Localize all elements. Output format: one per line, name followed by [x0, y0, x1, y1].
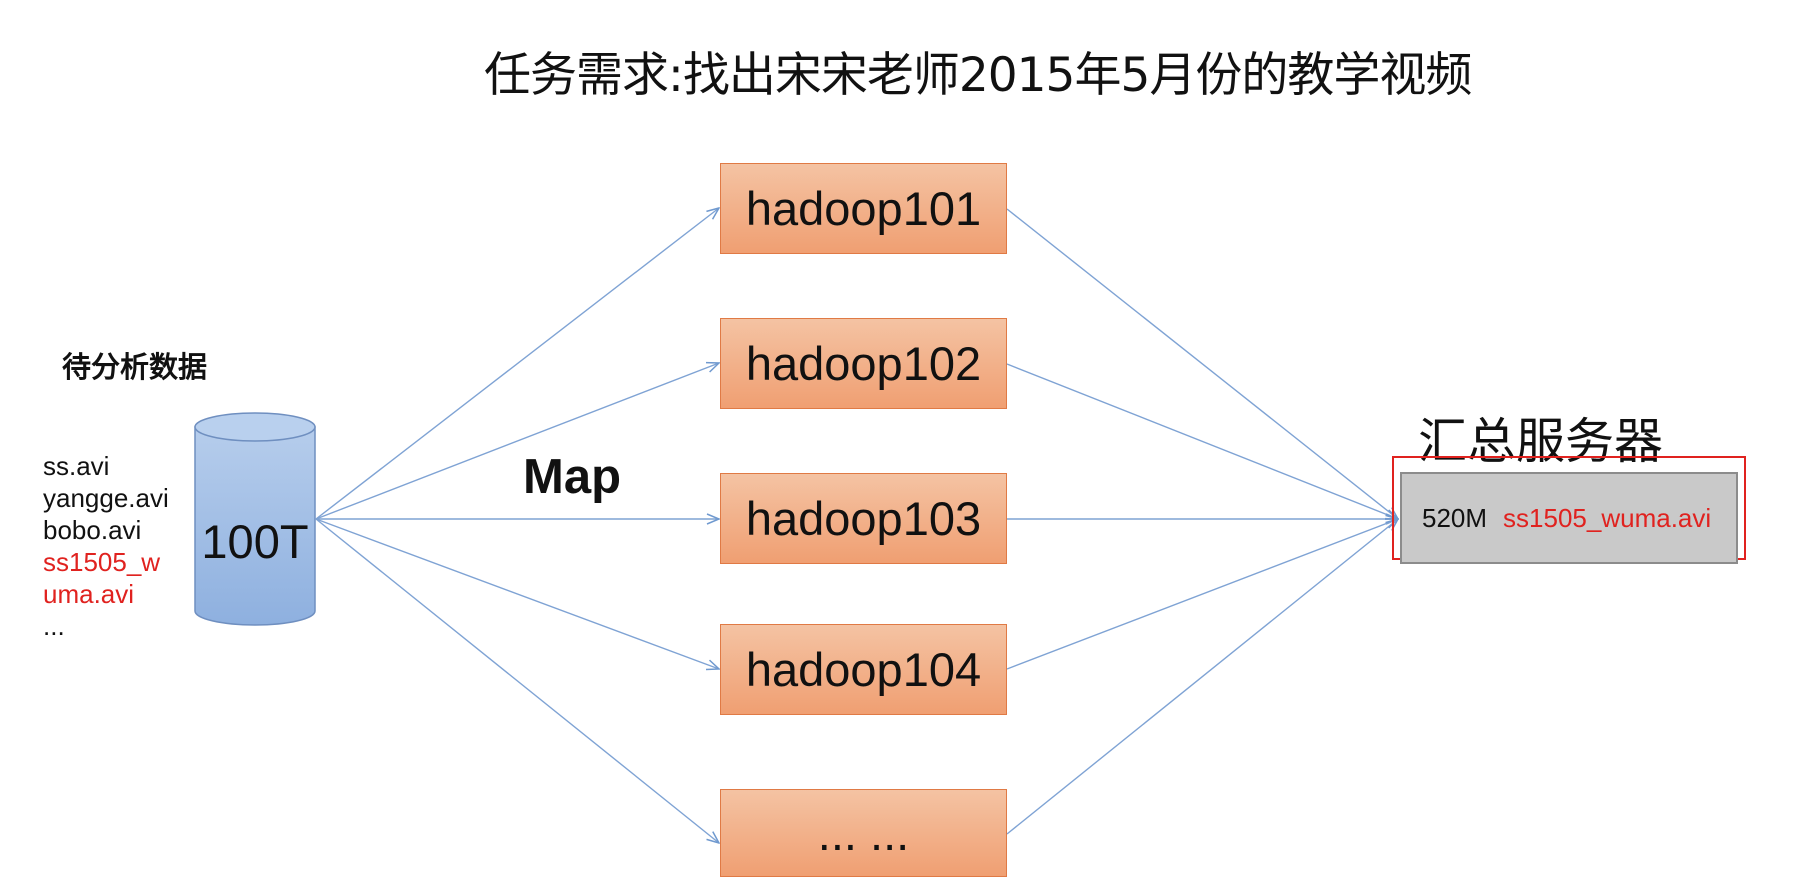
map-arrow	[315, 518, 719, 669]
reduce-arrow	[1006, 208, 1398, 519]
reduce-arrow	[1006, 519, 1398, 670]
file-item-highlighted: ss1505_w	[43, 547, 161, 577]
node-hadoop104: hadoop104	[720, 624, 1007, 715]
map-arrow	[315, 363, 719, 520]
map-arrow	[315, 518, 719, 843]
reduce-arrow	[1006, 363, 1398, 519]
source-data-label: 待分析数据	[62, 350, 208, 384]
storage-cylinder-icon	[194, 412, 316, 626]
node-hadoop103: hadoop103	[720, 473, 1007, 564]
file-list: ss.avi yangge.avi bobo.avi ss1505_w uma.…	[43, 450, 169, 642]
node-hadoop101: hadoop101	[720, 163, 1007, 254]
file-item: bobo.avi	[43, 515, 142, 545]
server-result-box: 520M ss1505_wuma.avi	[1400, 472, 1738, 564]
map-arrow	[315, 208, 719, 520]
file-item: ss.avi	[43, 451, 110, 481]
file-item: yangge.avi	[43, 483, 169, 513]
map-label: Map	[523, 450, 621, 504]
page-title: 任务需求:找出宋宋老师2015年5月份的教学视频	[484, 48, 1472, 103]
result-file: ss1505_wuma.avi	[1503, 502, 1712, 533]
reduce-arrow	[1006, 519, 1398, 835]
node-more: ... ...	[720, 789, 1007, 877]
result-size: 520M	[1422, 502, 1488, 533]
file-item: ...	[43, 611, 65, 641]
server-label: 汇总服务器	[1418, 413, 1664, 470]
node-hadoop102: hadoop102	[720, 318, 1007, 409]
storage-size-label: 100T	[201, 515, 309, 568]
file-item-highlighted: uma.avi	[43, 579, 135, 609]
